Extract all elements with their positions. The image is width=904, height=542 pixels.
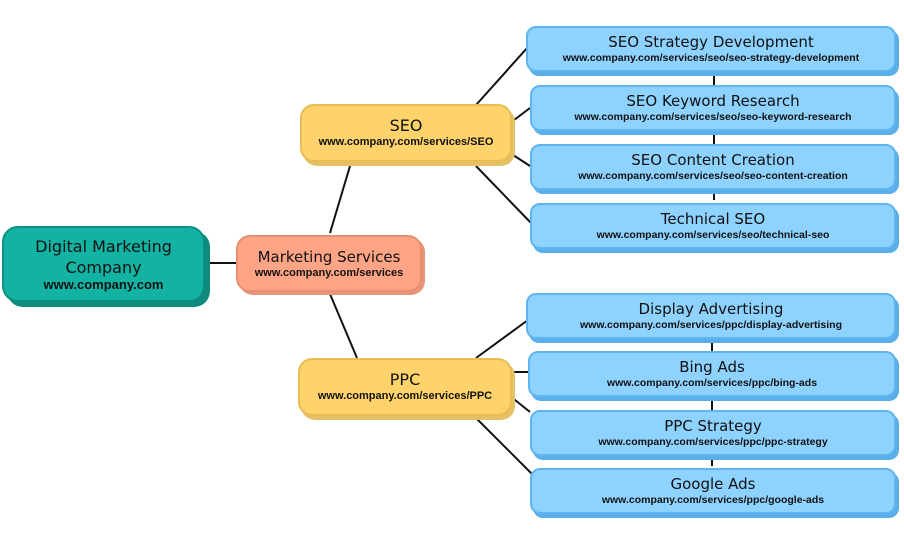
ppc-node[interactable]: PPC www.company.com/services/PPC [298,358,512,416]
seo-leaf-strategy-development[interactable]: SEO Strategy Development www.company.com… [526,26,896,72]
seo-node[interactable]: SEO www.company.com/services/SEO [300,104,512,162]
hub-title: Marketing Services [257,247,401,266]
leaf-title: PPC Strategy [664,417,762,435]
leaf-url: www.company.com/services/seo/technical-s… [596,229,830,241]
connector-ppc-strategy [509,395,531,413]
ppc-url: www.company.com/services/PPC [317,390,493,402]
leaf-title: SEO Content Creation [631,151,795,169]
ppc-leaf-bing-ads[interactable]: Bing Ads www.company.com/services/ppc/bi… [528,351,896,397]
connector-seo-strategy [475,46,529,106]
connector-ppc-display [475,319,529,359]
seo-leaf-content-creation[interactable]: SEO Content Creation www.company.com/ser… [530,144,896,190]
hub-url: www.company.com/services [254,266,404,279]
leaf-url: www.company.com/services/ppc/display-adv… [579,319,842,331]
leaf-url: www.company.com/services/seo/seo-strateg… [562,52,860,64]
leaf-url: www.company.com/services/seo/seo-content… [578,170,848,182]
root-node[interactable]: Digital Marketing Company www.company.co… [2,226,205,302]
seo-url: www.company.com/services/SEO [318,136,494,148]
ppc-title: PPC [389,370,421,389]
ppc-leaf-display-advertising[interactable]: Display Advertising www.company.com/serv… [526,293,896,339]
leaf-url: www.company.com/services/ppc/ppc-strateg… [598,436,828,448]
ppc-leaf-google-ads[interactable]: Google Ads www.company.com/services/ppc/… [530,468,896,514]
leaf-title: Bing Ads [679,358,745,376]
root-title: Digital Marketing Company [35,237,172,277]
connector-seo-technical [475,165,533,225]
leaf-url: www.company.com/services/seo/seo-keyword… [574,111,852,123]
seo-title: SEO [389,116,423,135]
ppc-leaf-ppc-strategy[interactable]: PPC Strategy www.company.com/services/pp… [530,410,896,456]
connector-ppc-google [475,417,533,475]
hub-node[interactable]: Marketing Services www.company.com/servi… [236,235,422,292]
leaf-title: SEO Keyword Research [626,92,800,110]
leaf-title: Technical SEO [660,210,766,228]
leaf-title: Display Advertising [638,300,784,318]
leaf-title: SEO Strategy Development [608,33,814,51]
root-url: www.company.com [43,277,164,292]
leaf-title: Google Ads [670,475,756,493]
connector-seo-content [509,152,531,167]
leaf-url: www.company.com/services/ppc/bing-ads [606,377,818,389]
connector-seo-keyword [509,107,531,124]
connector-hub-seo [329,165,351,234]
seo-leaf-technical-seo[interactable]: Technical SEO www.company.com/services/s… [530,203,896,249]
connector-hub-ppc [329,293,358,359]
leaf-url: www.company.com/services/ppc/google-ads [601,494,825,506]
seo-leaf-keyword-research[interactable]: SEO Keyword Research www.company.com/ser… [530,85,896,131]
